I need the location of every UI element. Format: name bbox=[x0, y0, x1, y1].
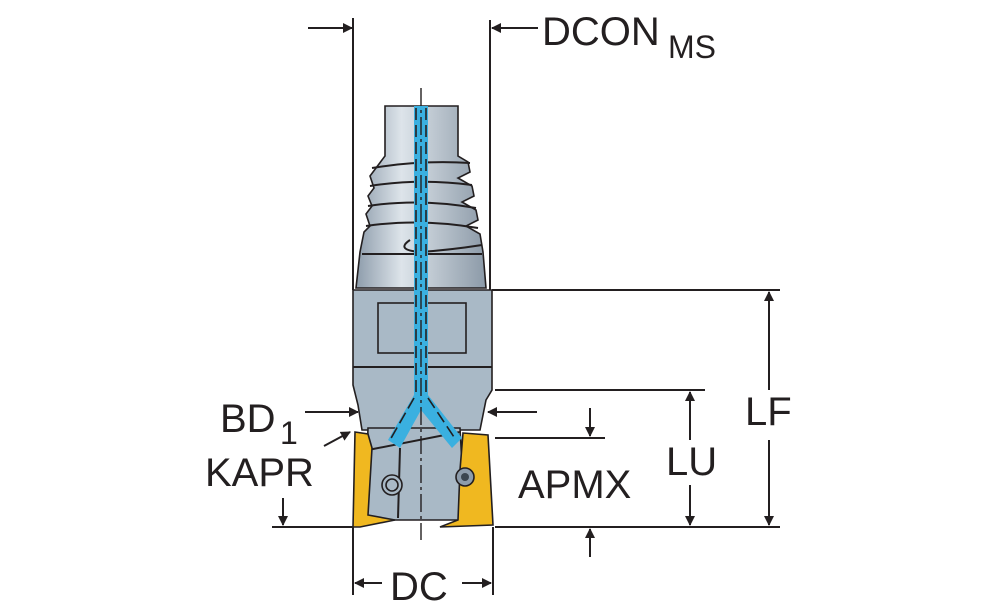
coolant-channel bbox=[388, 106, 462, 448]
screw-icon bbox=[381, 474, 403, 496]
apmx-dimension: APMX bbox=[495, 408, 631, 557]
dc-dimension: DC bbox=[352, 527, 494, 609]
apmx-label: APMX bbox=[518, 463, 631, 507]
dcon-label: DCON bbox=[542, 10, 660, 54]
left-insert bbox=[352, 431, 396, 528]
kapr-dimension: KAPR bbox=[205, 431, 353, 528]
bd1-dimension: BD 1 bbox=[220, 397, 537, 451]
lu-dimension: LU bbox=[495, 389, 717, 526]
lf-dimension: LF bbox=[492, 289, 792, 528]
kapr-label: KAPR bbox=[205, 451, 314, 495]
lf-label: LF bbox=[745, 390, 792, 434]
bd-label: BD bbox=[220, 397, 276, 441]
lu-label: LU bbox=[666, 440, 717, 484]
cutter-body bbox=[352, 289, 493, 521]
bd-subscript: 1 bbox=[280, 415, 298, 451]
dcon-subscript: MS bbox=[668, 29, 716, 65]
dc-label: DC bbox=[390, 565, 448, 609]
dcon-dimension: DCON MS bbox=[308, 10, 716, 290]
